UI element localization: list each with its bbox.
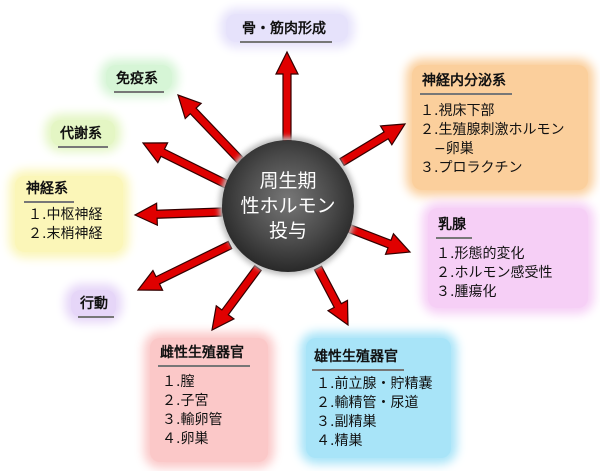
female-title: 雌性生殖器官: [158, 342, 250, 367]
list-item: ２.末梢神経: [28, 226, 103, 242]
female-box: [150, 338, 268, 462]
arrow-to-neuroendocrine: [339, 123, 407, 167]
neuroendocrine-list: １.視床下部 ２.生殖腺刺激ホルモン −卵巣 ３.プロラクチン: [420, 102, 564, 178]
mammary-box: [428, 208, 588, 308]
list-item: ２.生殖腺刺激ホルモン: [420, 122, 565, 138]
list-item: ４.精巣: [316, 433, 363, 449]
arrow-to-immune: [177, 94, 244, 164]
list-item: ２.輸精管・尿道: [316, 395, 419, 411]
arrow-to-nervous: [133, 202, 223, 227]
center-line: 周生期: [259, 169, 317, 192]
behavior-box: [71, 290, 116, 317]
list-item: １.視床下部: [420, 103, 495, 119]
metabolic-box: [51, 120, 115, 146]
behavior-title: 行動: [78, 293, 114, 318]
list-item: ３.副精巣: [316, 414, 377, 430]
list-item: １.形態的変化: [436, 246, 525, 262]
bone-box: [226, 14, 348, 42]
mammary-list: １.形態的変化 ２.ホルモン感受性 ３.腫瘍化: [436, 245, 552, 302]
arrow-to-female: [211, 264, 263, 332]
arrow-to-male: [313, 265, 349, 327]
arrow-to-metabolic: [141, 142, 231, 190]
bone-title: 骨・筋肉形成: [240, 18, 332, 43]
immune-title: 免疫系: [114, 68, 164, 93]
neuroendocrine-box: [412, 65, 588, 190]
list-item: １.前立腺・貯精嚢: [316, 376, 433, 392]
list-item: ３.プロラクチン: [420, 160, 523, 176]
mammary-title: 乳腺: [436, 214, 472, 239]
male-title: 雄性生殖器官: [312, 346, 404, 371]
list-item: ３.輸卵管: [162, 412, 223, 428]
list-item: １.膣: [162, 374, 195, 390]
list-item: −卵巣: [434, 141, 474, 157]
list-item: ３.腫瘍化: [436, 284, 497, 300]
metabolic-title: 代謝系: [58, 123, 108, 148]
center-line: 性ホルモン: [240, 194, 336, 217]
neuroendocrine-title: 神経内分泌系: [420, 70, 512, 95]
nervous-title: 神経系: [24, 178, 74, 203]
arrow-to-mammary: [345, 223, 412, 256]
female-list: １.膣 ２.子宮 ３.輸卵管 ４.卵巣: [162, 373, 222, 449]
list-item: ２.子宮: [162, 393, 209, 409]
center-line: 投与: [268, 219, 307, 242]
list-item: ２.ホルモン感受性: [436, 265, 553, 281]
male-box: [306, 338, 451, 458]
immune-box: [106, 65, 172, 91]
center-circle: 周生期 性ホルモン 投与: [222, 140, 354, 272]
male-list: １.前立腺・貯精嚢 ２.輸精管・尿道 ３.副精巣 ４.精巣: [316, 375, 432, 451]
arrow-to-behavior: [136, 240, 233, 291]
list-item: ４.卵巣: [162, 431, 209, 447]
nervous-list: １.中枢神経 ２.末梢神経: [28, 206, 102, 244]
list-item: １.中枢神経: [28, 207, 103, 223]
arrow-to-bone: [275, 50, 299, 151]
nervous-box: [15, 176, 123, 252]
